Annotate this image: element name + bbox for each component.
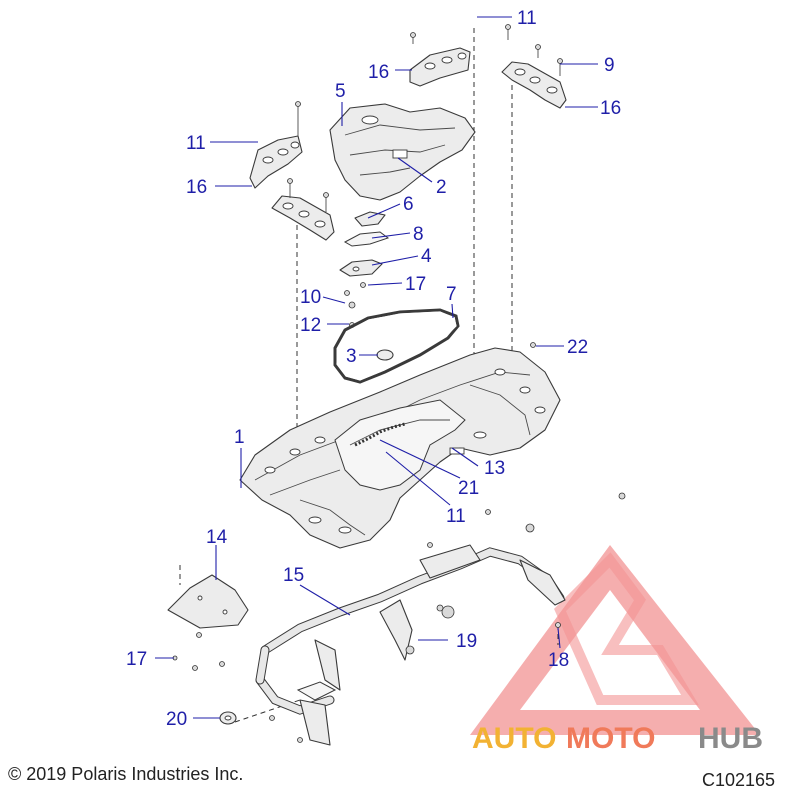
callout-17-bottom: 17 [126, 649, 147, 670]
watermark-text: AUTO MOTO HUB [472, 722, 763, 755]
callout-13: 13 [484, 458, 505, 479]
callout-19: 19 [456, 631, 477, 652]
callout-10: 10 [300, 287, 321, 308]
callout-22: 22 [567, 337, 588, 358]
gasket-7 [333, 308, 460, 384]
callout-11-bottom: 11 [446, 506, 466, 527]
watermark-text-auto: AUTO [472, 722, 556, 755]
callout-12: 12 [300, 315, 321, 336]
watermark-text-hub: HUB [698, 722, 763, 755]
callout-16-right: 16 [600, 98, 621, 119]
watermark-logo [470, 545, 760, 735]
callout-16-left: 16 [186, 177, 207, 198]
side-panel-14 [167, 574, 249, 671]
callout-2: 2 [436, 177, 447, 198]
bracket-left-upper [249, 101, 303, 189]
upper-cover [329, 103, 476, 201]
callout-8: 8 [413, 224, 424, 245]
callout-17-mid: 17 [405, 274, 426, 295]
main-tray [239, 347, 561, 549]
grommet-20 [219, 711, 237, 725]
copyright-text: © 2019 Polaris Industries Inc. [8, 764, 243, 784]
small-fasteners [344, 282, 536, 348]
callout-3: 3 [346, 346, 357, 367]
callout-7: 7 [446, 284, 457, 305]
leader-lines [155, 16, 598, 719]
bracket-top-right [501, 44, 567, 109]
callout-16-left-top: 16 [368, 62, 389, 83]
rear-frame-15 [172, 492, 626, 746]
callout-1: 1 [234, 427, 245, 448]
callout-11-top: 11 [517, 8, 537, 29]
bracket-top-center [409, 24, 511, 87]
callout-labels: 11 16 9 16 5 11 2 16 6 8 4 17 10 7 12 22… [126, 8, 621, 730]
latch-6 [354, 211, 386, 227]
callout-9: 9 [604, 55, 615, 76]
callout-21: 21 [458, 478, 479, 499]
cap-3 [376, 349, 394, 361]
callout-6: 6 [403, 194, 414, 215]
callout-14: 14 [206, 527, 228, 548]
callout-11-left: 11 [186, 133, 206, 154]
watermark-text-moto: MOTO [566, 722, 655, 755]
drawing-code: C102165 [702, 770, 775, 790]
callout-20: 20 [166, 709, 187, 730]
plate-4 [339, 259, 383, 277]
callout-18: 18 [548, 650, 569, 671]
callout-5: 5 [335, 81, 346, 102]
seal-8 [343, 231, 390, 247]
watermark-inner-mark-icon [554, 552, 699, 705]
callout-4: 4 [421, 246, 432, 267]
callout-15: 15 [283, 565, 304, 586]
bracket-left-lower [271, 178, 335, 241]
